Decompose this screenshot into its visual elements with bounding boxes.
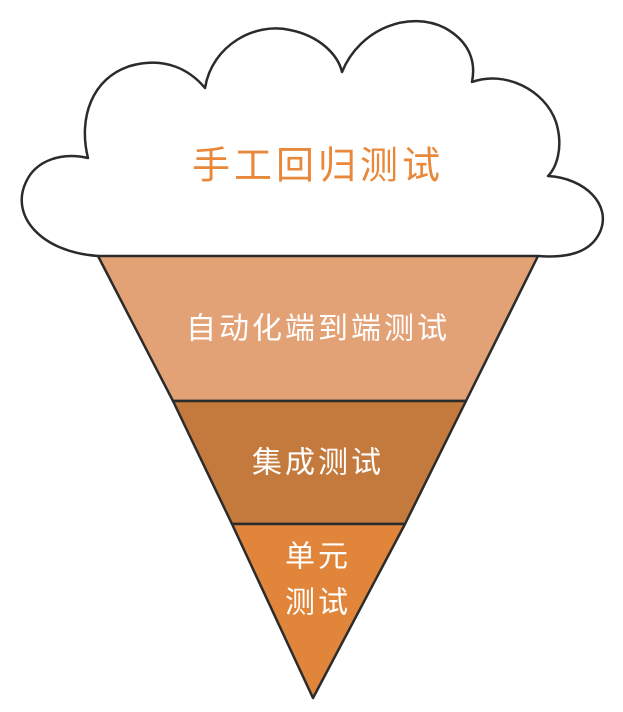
layer-end-to-end-label: 自动化端到端测试 xyxy=(186,312,450,347)
layer-unit-shape xyxy=(230,522,407,700)
cloud-shape xyxy=(20,19,605,258)
layer-integration-label: 集成测试 xyxy=(252,446,384,481)
layer-unit-label-line-2: 测试 xyxy=(285,586,351,621)
cloud-label: 手工回归测试 xyxy=(192,144,444,188)
layer-unit-label-line-1: 单元 xyxy=(285,540,351,575)
